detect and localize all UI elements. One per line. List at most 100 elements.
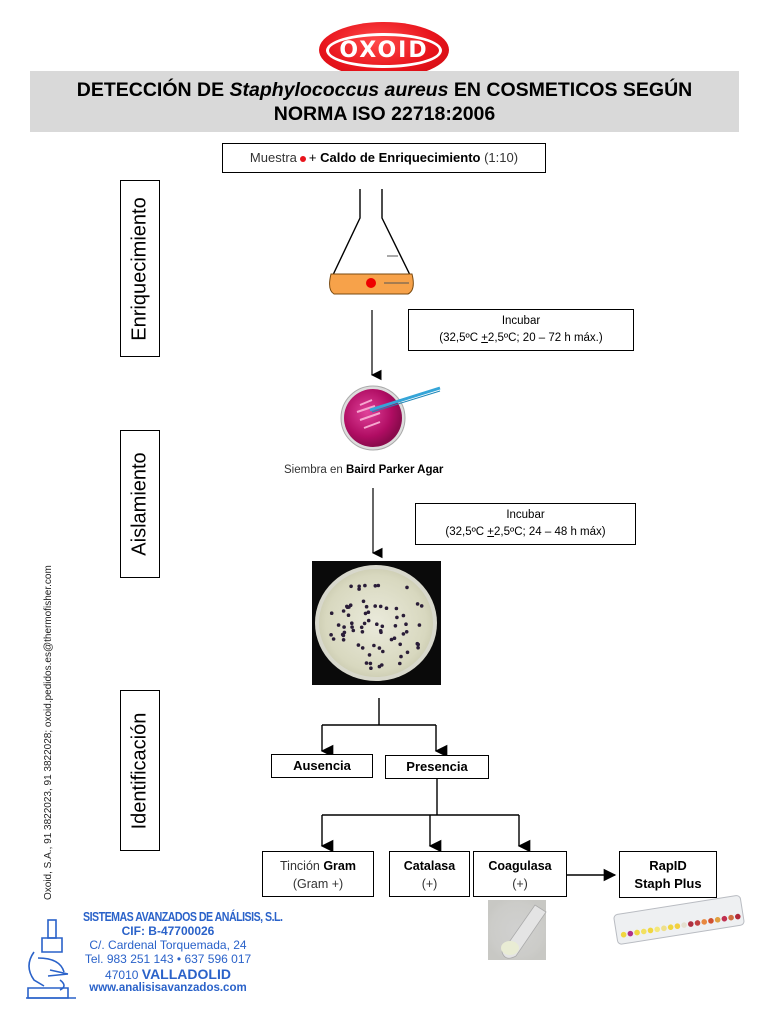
colony-dot	[345, 604, 349, 609]
rapid-well	[714, 916, 721, 923]
test-box-coagulasa: Coagulasa (+)	[473, 851, 567, 897]
company-stamp: SISTEMAS AVANZADOS DE ANÁLISIS, S.L. CIF…	[18, 910, 283, 1010]
colony-dot	[404, 630, 409, 634]
colony-dot	[364, 661, 369, 665]
colony-dot	[384, 606, 389, 610]
colony-dot	[366, 610, 371, 614]
colony-dot	[395, 615, 399, 620]
colony-dot	[361, 599, 366, 604]
rapid-well	[627, 930, 634, 937]
colony-dot	[373, 604, 378, 608]
colony-dot	[329, 633, 333, 637]
company-stamp-text: SISTEMAS AVANZADOS DE ANÁLISIS, S.L. CIF…	[68, 910, 283, 994]
rapid-staph-box: RapID Staph Plus	[619, 851, 717, 898]
colony-dot	[362, 621, 367, 626]
stage-identificacion: Identificación	[120, 690, 160, 851]
company-website[interactable]: www.analisisavanzados.com	[89, 982, 247, 994]
colony-dot	[348, 603, 353, 607]
company-city: 47010 VALLADOLID	[105, 966, 231, 982]
streak-caption: Siembra en Baird Parker Agar	[284, 464, 444, 476]
colony-dot	[341, 638, 346, 642]
colony-dot	[389, 637, 394, 642]
colony-dot	[341, 609, 346, 613]
colony-dot	[417, 623, 422, 627]
colony-dot	[350, 625, 354, 629]
rapid-well	[721, 915, 728, 922]
rapid-well	[694, 920, 701, 926]
colony-dot	[376, 583, 381, 588]
oxoid-logo: OXOID	[319, 22, 449, 78]
colony-dot	[398, 642, 403, 647]
colony-dot	[336, 623, 341, 627]
result-branches	[320, 698, 617, 882]
rapid-well	[728, 914, 734, 921]
streak-plate-icon	[340, 385, 441, 451]
rapid-well	[674, 923, 681, 929]
colony-dot	[375, 622, 379, 626]
colony-dot	[369, 666, 373, 670]
colony-dot	[415, 602, 420, 606]
incubation-box-2: Incubar (32,5ºC +2,5ºC; 24 – 48 h máx)	[415, 503, 636, 545]
colony-dot	[377, 646, 382, 650]
colony-dot	[368, 661, 373, 666]
colony-dot	[356, 643, 361, 647]
colony-dot	[401, 632, 406, 636]
rapid-well	[708, 918, 714, 924]
sample-dot-icon	[299, 155, 306, 162]
colony-dot	[364, 604, 369, 609]
colony-dot	[372, 643, 376, 648]
colony-dot	[346, 613, 351, 617]
flask-icon	[329, 189, 414, 295]
colony-dot	[366, 618, 371, 623]
colony-dot	[342, 625, 346, 629]
page-title: DETECCIÓN DE Staphylococcus aureus EN CO…	[30, 71, 739, 132]
title-line-1: DETECCIÓN DE Staphylococcus aureus EN CO…	[76, 79, 693, 101]
rapid-well	[647, 927, 654, 934]
rapid-well	[640, 928, 647, 935]
test-box-gram: Tinción Gram (Gram +)	[262, 851, 374, 897]
incubation-box-1: Incubar (32,5ºC +2,5ºC; 20 – 72 h máx.)	[408, 309, 634, 351]
side-contact-text: Oxoid, S.A., 91 3822023, 91 3822028; oxo…	[43, 565, 54, 900]
colony-dot	[360, 646, 365, 650]
test-box-catalasa: Catalasa (+)	[389, 851, 470, 897]
rapid-well	[661, 925, 667, 932]
colony-dot	[381, 649, 385, 654]
title-line-2: NORMA ISO 22718:2006	[273, 103, 496, 125]
colony-dot	[367, 653, 372, 657]
colony-dot	[341, 633, 346, 638]
rapid-well	[687, 921, 694, 927]
rapid-well	[681, 922, 687, 928]
company-address: C/. Cardenal Torquemada, 24	[89, 938, 247, 952]
colony-dot	[357, 584, 362, 589]
rapid-well	[634, 929, 640, 936]
rapid-well	[701, 919, 708, 925]
coagulase-tube-photo	[488, 900, 547, 960]
colony-dot	[349, 584, 353, 589]
colony-dot	[329, 611, 334, 615]
species-name: Staphylococcus aureus	[229, 79, 449, 101]
colony-dot	[342, 630, 347, 635]
colony-dot	[380, 624, 385, 629]
rapid-strip-photo	[613, 895, 745, 945]
colony-dot	[394, 606, 399, 611]
colony-dot	[331, 637, 336, 641]
sample-box: Muestra+ Caldo de Enriquecimiento (1:10)	[222, 143, 546, 173]
colony-dot	[392, 636, 397, 640]
stage-aislamiento: Aislamiento	[120, 430, 160, 578]
colony-dot	[380, 663, 384, 667]
colony-dot	[373, 584, 378, 588]
rapid-well	[620, 931, 627, 938]
colony-dot	[363, 583, 367, 588]
company-name: SISTEMAS AVANZADOS DE ANÁLISIS, S.L.	[83, 910, 283, 924]
company-cif: CIF: B-47700026	[121, 924, 215, 938]
colony-dot	[393, 624, 398, 628]
stage-enriquecimiento: Enriquecimiento	[120, 180, 160, 357]
colony-dot	[405, 650, 410, 655]
colony-dot	[378, 629, 383, 633]
colony-dot	[360, 630, 365, 634]
presencia-box: Presencia	[385, 755, 489, 779]
colony-dot	[350, 621, 354, 625]
colony-dot	[404, 622, 408, 626]
company-phone: Tel. 983 251 143 • 637 596 017	[84, 952, 252, 966]
